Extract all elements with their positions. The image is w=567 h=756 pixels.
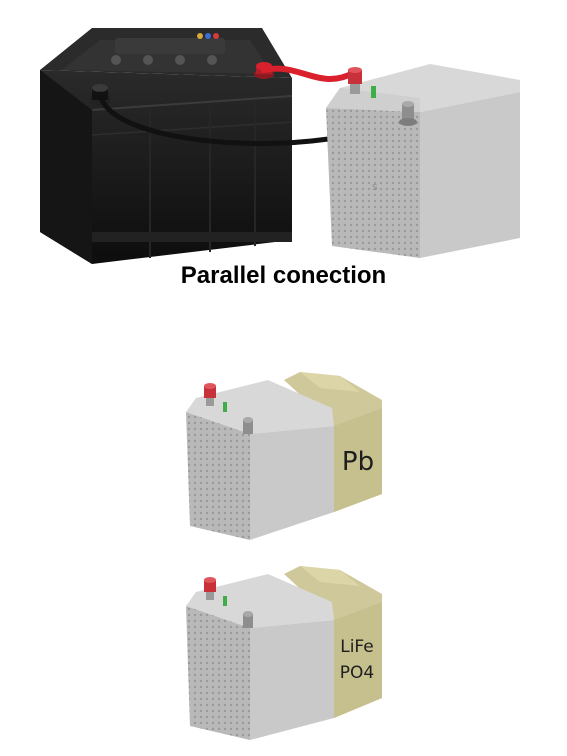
cell-lifepo4-pack: LiFe PO4 [186,566,382,740]
positive-cable [261,65,358,82]
diagram-caption: Parallel conection [180,262,387,289]
svg-text:S: S [372,183,377,192]
lead-acid-battery [40,28,293,264]
lifepo4-label-line2: PO4 [340,663,374,683]
lifepo4-label-line1: LiFe [340,637,374,657]
pb-label: Pb [342,447,374,477]
cell-pb-pack: Pb [186,372,382,540]
lithium-cell-top: S [326,64,520,258]
